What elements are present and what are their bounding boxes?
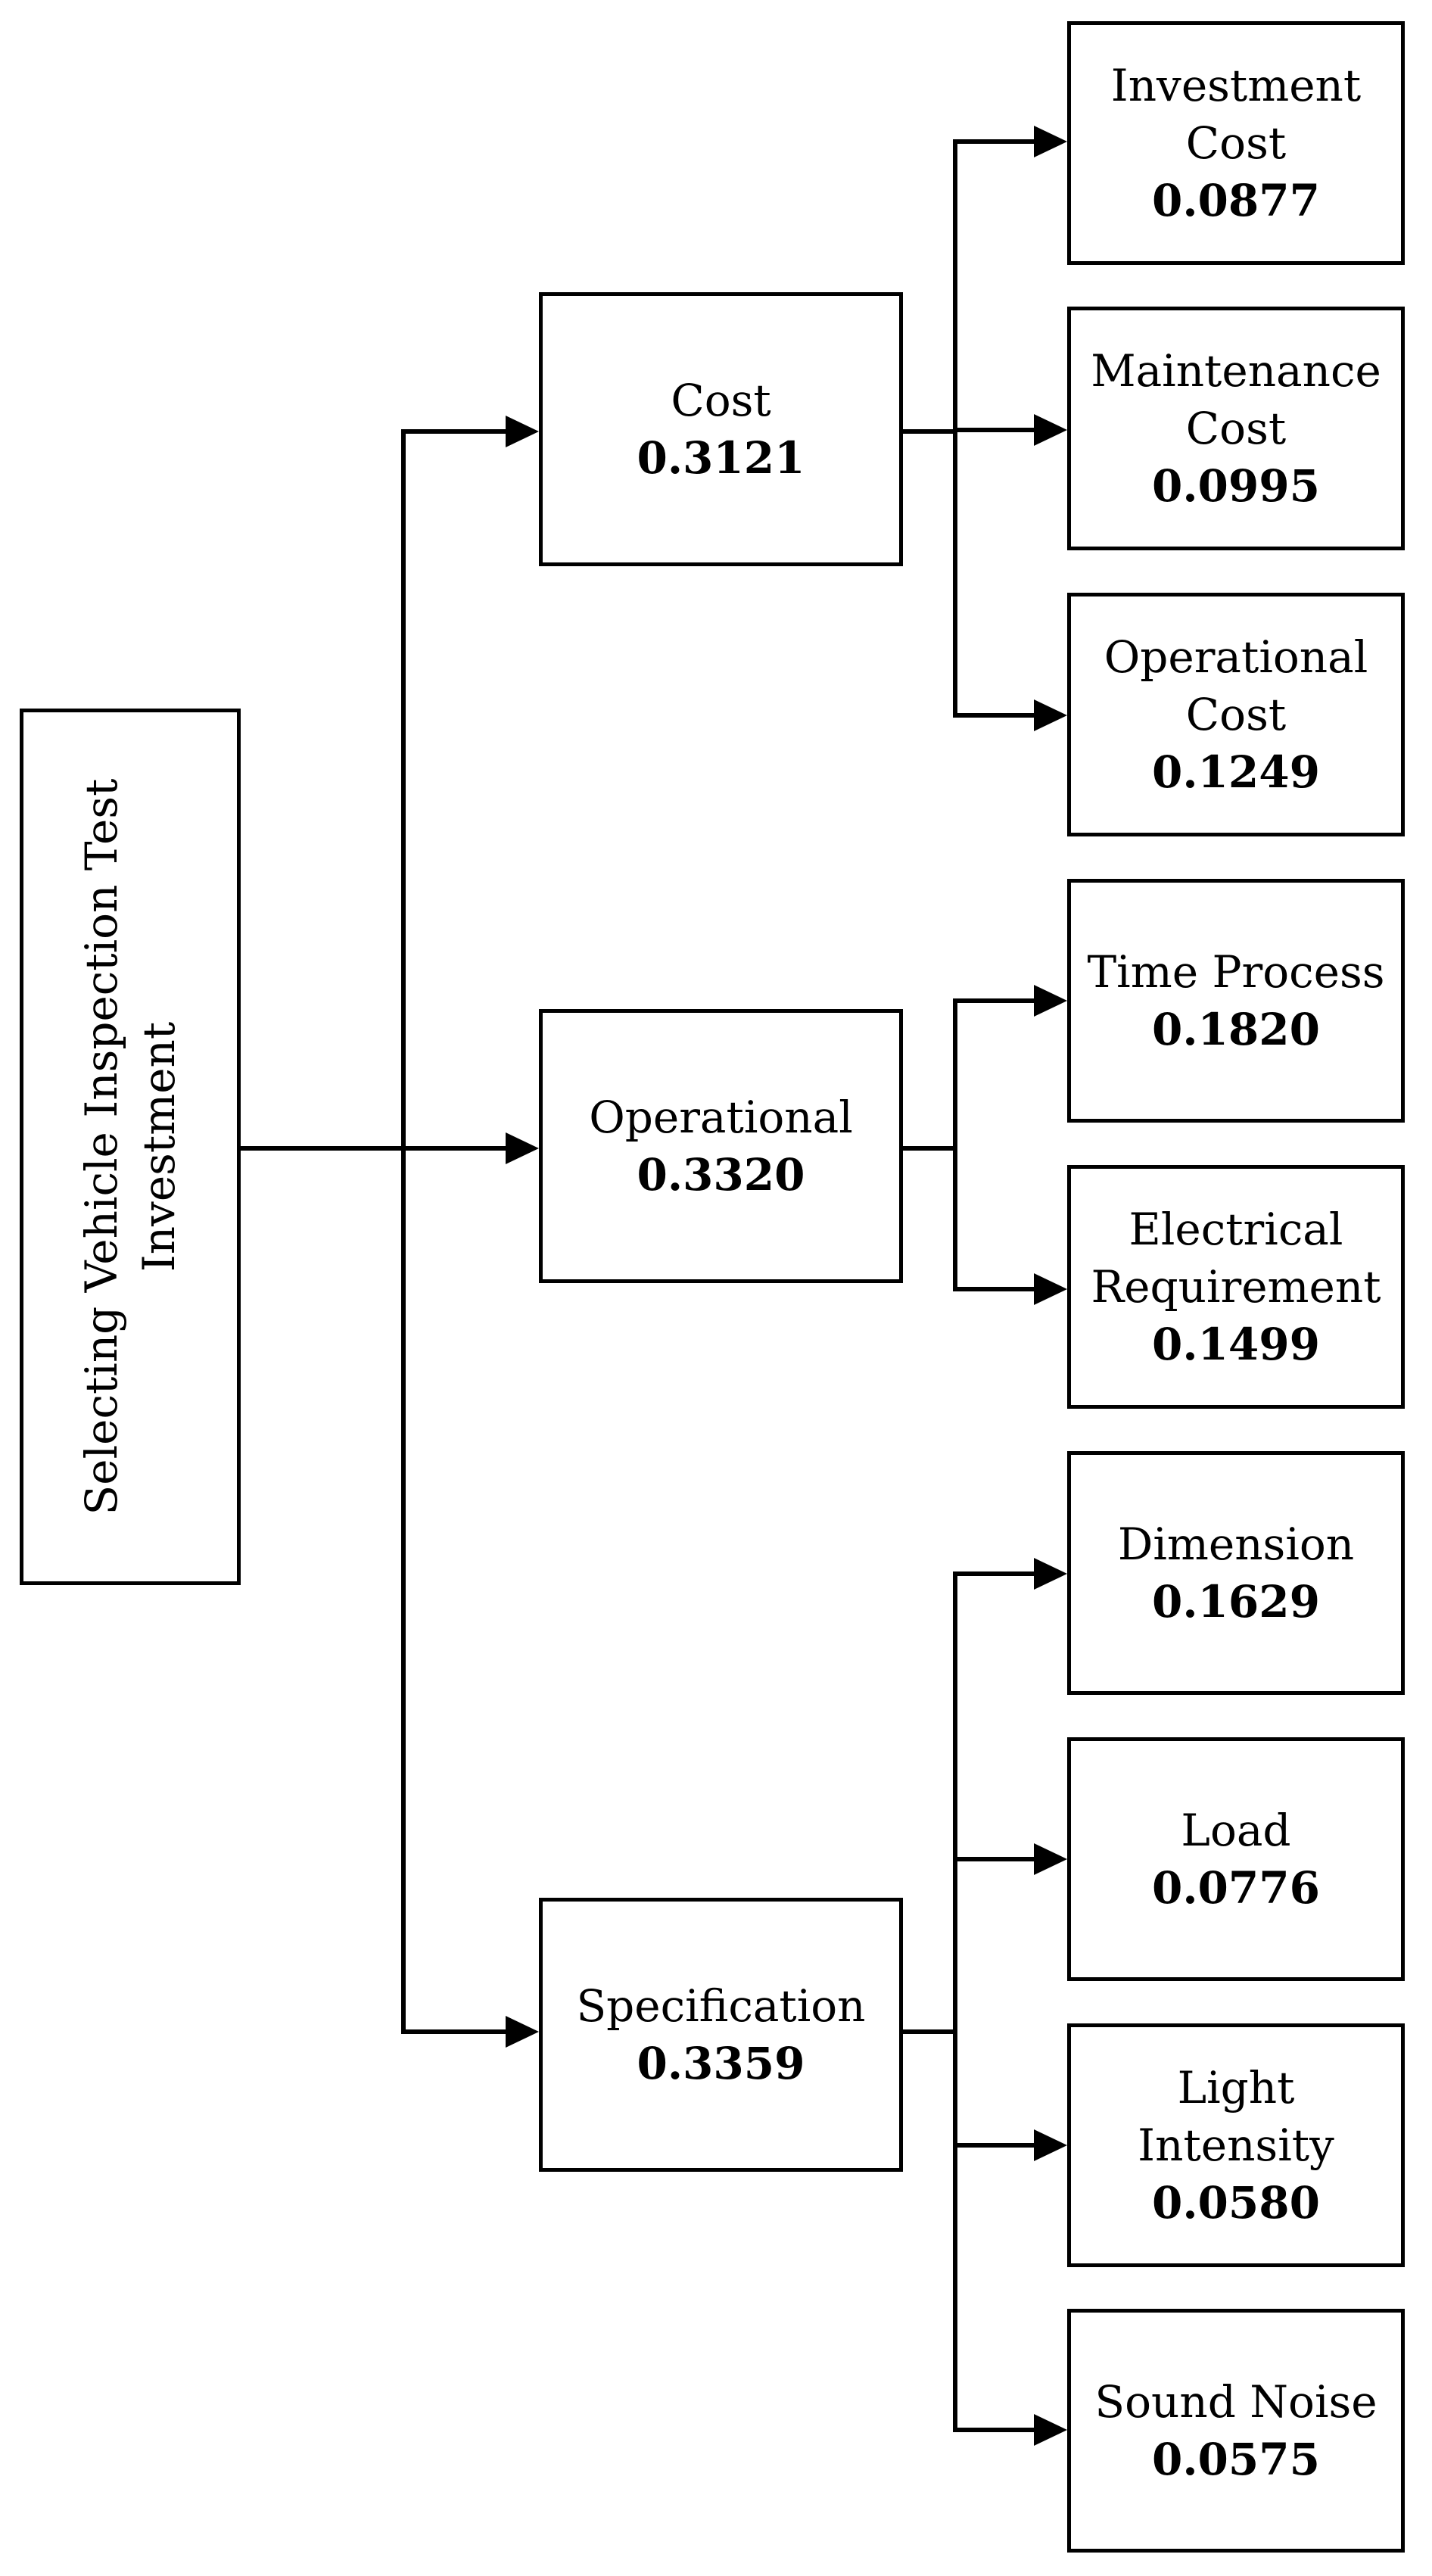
arrowhead-electrical-requirement bbox=[1034, 1273, 1067, 1305]
subcriterion-weight: 0.0575 bbox=[1152, 2434, 1320, 2485]
arrowhead-cost bbox=[506, 416, 539, 447]
criterion-node-operational: Operational 0.3320 bbox=[539, 1009, 903, 1283]
arrowhead-time-process bbox=[1034, 985, 1067, 1017]
subcriterion-label: Light Intensity bbox=[1138, 2062, 1334, 2171]
subcriterion-node-sound-noise: Sound Noise 0.0575 bbox=[1067, 2309, 1405, 2553]
subcriterion-label: Investment Cost bbox=[1110, 60, 1362, 169]
subcriterion-weight: 0.0995 bbox=[1152, 460, 1320, 512]
subcriterion-weight: 0.0877 bbox=[1152, 175, 1320, 226]
subcriterion-node-electrical-requirement: Electrical Requirement 0.1499 bbox=[1067, 1165, 1405, 1409]
arrowhead-investment-cost bbox=[1034, 126, 1067, 157]
subcriterion-weight: 0.1629 bbox=[1152, 1576, 1320, 1628]
criterion-label: Specification bbox=[576, 1980, 866, 2032]
subcriterion-label: Operational Cost bbox=[1104, 631, 1368, 740]
arrowhead-sound-noise bbox=[1034, 2414, 1067, 2446]
subcriterion-label: Time Process bbox=[1087, 946, 1385, 998]
criterion-weight: 0.3121 bbox=[637, 432, 805, 484]
subcriterion-weight: 0.1820 bbox=[1152, 1004, 1320, 1055]
subcriterion-node-load: Load 0.0776 bbox=[1067, 1737, 1405, 1981]
criterion-weight: 0.3359 bbox=[637, 2038, 805, 2089]
subcriterion-label: Sound Noise bbox=[1094, 2376, 1378, 2428]
subcriterion-weight: 0.0580 bbox=[1152, 2177, 1320, 2229]
goal-node: Selecting Vehicle Inspection Test Invest… bbox=[20, 709, 241, 1585]
subcriterion-node-dimension: Dimension 0.1629 bbox=[1067, 1451, 1405, 1695]
criterion-node-specification: Specification 0.3359 bbox=[539, 1898, 903, 2172]
goal-label: Selecting Vehicle Inspection Test Invest… bbox=[76, 778, 185, 1515]
criterion-weight: 0.3320 bbox=[637, 1149, 805, 1201]
arrowhead-maintenance-cost bbox=[1034, 414, 1067, 446]
subcriterion-node-investment-cost: Investment Cost 0.0877 bbox=[1067, 21, 1405, 265]
subcriterion-label: Dimension bbox=[1117, 1519, 1355, 1570]
subcriterion-node-light-intensity: Light Intensity 0.0580 bbox=[1067, 2023, 1405, 2267]
subcriterion-weight: 0.0776 bbox=[1152, 1862, 1320, 1914]
subcriterion-label: Maintenance Cost bbox=[1091, 345, 1381, 454]
subcriterion-node-maintenance-cost: Maintenance Cost 0.0995 bbox=[1067, 307, 1405, 550]
arrowhead-operational-cost bbox=[1034, 699, 1067, 731]
criterion-label: Operational bbox=[589, 1092, 853, 1143]
arrowhead-operational bbox=[506, 1132, 539, 1164]
criterion-node-cost: Cost 0.3121 bbox=[539, 292, 903, 566]
arrowhead-light-intensity bbox=[1034, 2129, 1067, 2161]
arrowhead-specification bbox=[506, 2016, 539, 2048]
criterion-label: Cost bbox=[671, 375, 771, 426]
arrowhead-dimension bbox=[1034, 1558, 1067, 1590]
arrowhead-load bbox=[1034, 1843, 1067, 1875]
subcriterion-node-time-process: Time Process 0.1820 bbox=[1067, 879, 1405, 1123]
subcriterion-node-operational-cost: Operational Cost 0.1249 bbox=[1067, 593, 1405, 836]
subcriterion-weight: 0.1499 bbox=[1152, 1319, 1320, 1370]
subcriterion-label: Load bbox=[1181, 1805, 1291, 1856]
subcriterion-label: Electrical Requirement bbox=[1091, 1204, 1381, 1313]
subcriterion-weight: 0.1249 bbox=[1152, 746, 1320, 798]
